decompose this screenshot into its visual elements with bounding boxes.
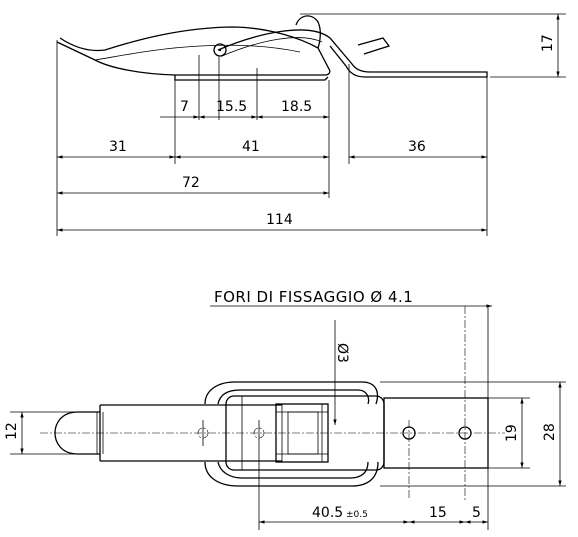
side-pivot-center xyxy=(218,48,222,52)
side-view: 17 7 15.5 18.5 31 41 36 72 114 xyxy=(56,13,566,236)
top-view: FORI DI FISSAGGIO Ø 4.1 xyxy=(4,288,566,530)
dim-31-label: 31 xyxy=(109,139,127,155)
pin-tip xyxy=(54,411,100,455)
fixing-holes-label: FORI DI FISSAGGIO Ø 4.1 xyxy=(214,288,413,306)
side-hook-arm-inner xyxy=(221,37,323,57)
dim-tolerance-label: ±0.5 xyxy=(346,510,368,520)
dim-15-label: 15 xyxy=(429,505,447,521)
dim-114-label: 114 xyxy=(266,212,293,228)
hinge-block xyxy=(275,403,329,463)
side-handle-inner xyxy=(94,44,301,61)
side-hook-arm xyxy=(217,29,488,78)
dim-7-label: 7 xyxy=(180,99,189,115)
side-handle-outline xyxy=(56,26,331,76)
pin-diameter-label: Ø3 xyxy=(334,343,350,363)
latch-body xyxy=(225,395,385,471)
dim-28-label: 28 xyxy=(542,423,558,441)
side-hook-loop xyxy=(295,15,321,49)
side-pivot xyxy=(213,43,227,57)
dim-41-label: 41 xyxy=(242,139,260,155)
dim-15-5-label: 15.5 xyxy=(216,99,247,115)
dim-72-label: 72 xyxy=(182,175,200,191)
wire-bail-inner xyxy=(217,389,370,405)
dim-5-label: 5 xyxy=(472,505,481,521)
side-hook-tip xyxy=(357,37,391,55)
rod-body xyxy=(99,404,282,462)
dim-19-label: 19 xyxy=(504,424,520,442)
wire-bail-outer xyxy=(204,381,379,405)
dim-40-5-label: 40.5 xyxy=(312,505,343,521)
side-base-plate xyxy=(174,75,329,81)
dim-12-label: 12 xyxy=(4,422,20,440)
dim-17-label: 17 xyxy=(540,34,556,52)
wire-bail-lower-outer xyxy=(204,461,379,487)
dim-36-label: 36 xyxy=(408,139,426,155)
dim-18-5-label: 18.5 xyxy=(281,99,312,115)
